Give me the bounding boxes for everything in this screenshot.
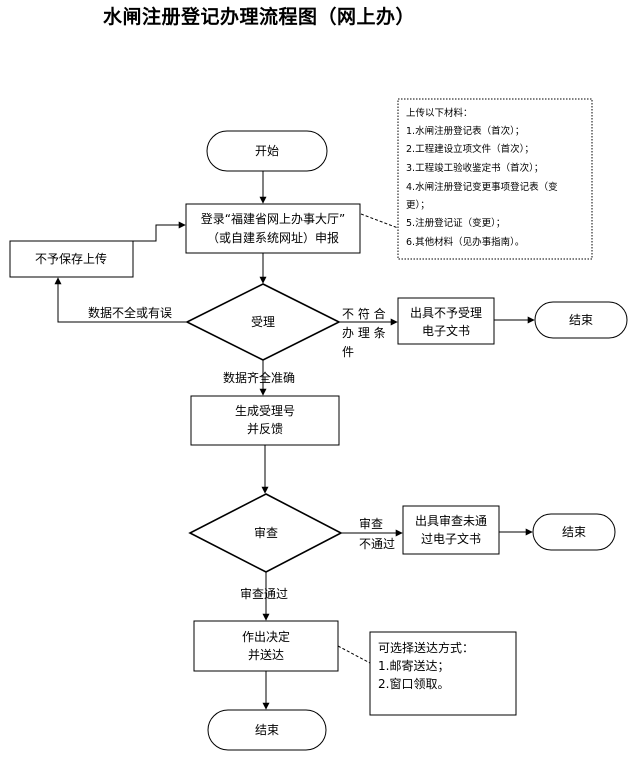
decide-box — [193, 620, 339, 672]
noncompliant-label: 件 — [342, 345, 354, 359]
noncompliant-label: 办 理 条 — [342, 325, 386, 340]
no-save-box — [9, 240, 134, 278]
login-label: 登录“福建省网上办事大厅” — [201, 211, 345, 226]
materials-note-box — [397, 98, 593, 260]
page-title: 水闸注册登记办理流程图（网上办） — [103, 6, 416, 28]
start-terminal — [206, 130, 328, 172]
delivery-item: 2.窗口领取。 — [378, 677, 449, 691]
end-terminal-2 — [532, 513, 616, 551]
delivery-note-header: 可选择送达方式： — [378, 640, 474, 655]
decide-label: 作出决定 — [242, 629, 290, 644]
reject-doc-label: 出具不予受理 — [410, 306, 482, 320]
delivery-item: 1.邮寄送达； — [378, 658, 449, 673]
generate-label: 生成受理号 — [235, 404, 295, 418]
incomplete-label: 数据不全或有误 — [88, 305, 172, 320]
reject-doc-box — [397, 297, 495, 345]
materials-item: 6.其他材料（见办事指南）。 — [406, 236, 524, 248]
review-fail-doc-label: 出具审查未通 — [415, 513, 487, 528]
login-box — [185, 203, 361, 254]
review-fail-doc-box — [402, 505, 500, 555]
materials-note-header: 上传以下材料： — [406, 107, 473, 119]
end1-label: 结束 — [569, 313, 593, 327]
end-terminal-3 — [207, 709, 327, 751]
materials-item: 3.工程竣工验收鉴定书（首次）； — [406, 162, 543, 174]
decide-label: 并送达 — [248, 647, 284, 662]
review-label: 审查 — [254, 525, 278, 540]
end3-label: 结束 — [255, 723, 279, 737]
arrow-nosave-login — [133, 221, 186, 242]
login-label: （或自建系统网址）申报 — [207, 230, 339, 245]
arrow-accept-nosave — [54, 277, 187, 323]
review-fail-doc-label: 过电子文书 — [421, 531, 481, 546]
review-pass-label: 审查通过 — [240, 586, 288, 601]
start-label: 开始 — [255, 144, 279, 158]
materials-item: 1.水闸注册登记表（首次）； — [406, 125, 524, 137]
complete-label: 数据齐全准确 — [223, 370, 295, 385]
delivery-connector — [337, 645, 371, 664]
generate-label: 并反馈 — [247, 422, 283, 436]
materials-item: 2.工程建设立项文件（首次）； — [406, 143, 534, 155]
materials-item: 5.注册登记证（变更）； — [406, 217, 505, 229]
materials-item: 4.水闸注册登记变更事项登记表（变 — [406, 181, 558, 193]
materials-connector — [360, 213, 399, 229]
end-terminal-1 — [534, 301, 628, 339]
review-fail-label: 不通过 — [359, 537, 395, 551]
accept-label: 受理 — [251, 315, 275, 329]
end2-label: 结束 — [562, 525, 586, 539]
delivery-note-box — [369, 631, 517, 716]
review-fail-label: 审查 — [359, 516, 383, 531]
reject-doc-label: 电子文书 — [422, 323, 470, 338]
materials-item: 更）； — [406, 199, 430, 211]
no-save-label: 不予保存上传 — [35, 251, 107, 266]
noncompliant-label: 不 符 合 — [342, 306, 386, 321]
